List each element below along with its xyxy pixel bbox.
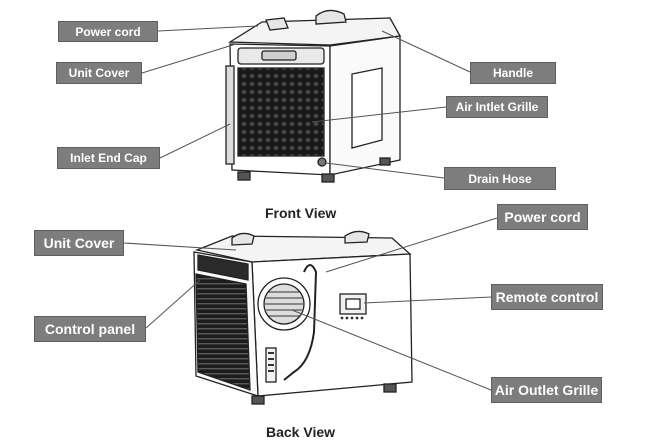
back-unit	[193, 230, 413, 405]
label-air-outlet-grille: Air Outlet Grille	[491, 377, 602, 403]
label-control-panel: Control panel	[34, 316, 146, 342]
front-unit	[225, 9, 402, 183]
front-view-title: Front View	[265, 205, 337, 221]
label-power-cord-front: Power cord	[58, 21, 158, 42]
label-inlet-end-cap: Inlet End Cap	[57, 147, 160, 169]
label-power-cord-back: Power cord	[497, 204, 588, 230]
label-drain-hose: Drain Hose	[444, 167, 556, 190]
leader-lines	[123, 25, 498, 391]
label-air-inlet-grille: Air Intlet Grille	[446, 96, 548, 118]
label-handle: Handle	[470, 62, 556, 84]
back-view-title: Back View	[266, 424, 336, 440]
label-remote-control: Remote control	[491, 284, 603, 310]
label-unit-cover-front: Unit Cover	[56, 62, 142, 84]
label-unit-cover-back: Unit Cover	[34, 230, 124, 256]
